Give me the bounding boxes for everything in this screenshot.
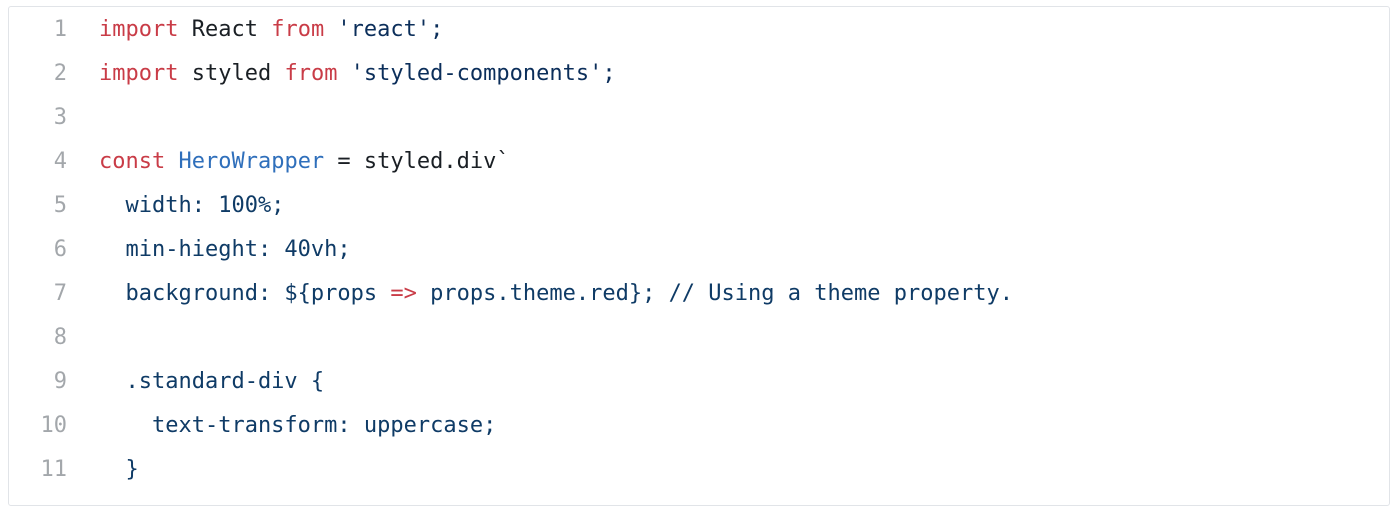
code-token: styled: [178, 60, 285, 86]
code-token: text-transform: uppercase;: [99, 412, 497, 438]
line-number: 3: [53, 104, 67, 130]
code-editor-panel: 1 import React from 'react'; 2 import style…: [8, 6, 1390, 506]
code-token: =>: [390, 280, 417, 306]
line-number: 6: [53, 236, 67, 262]
line-number: 9: [53, 368, 67, 394]
line-code: import styled from 'styled-components';: [99, 61, 616, 86]
line-code: text-transform: uppercase;: [99, 413, 496, 438]
code-line: 6 min-hieght: 40vh;: [9, 227, 1389, 271]
line-code: background: ${props => props.theme.red};…: [99, 280, 1013, 306]
code-line: 3: [9, 95, 1389, 139]
line-code: min-hieght: 40vh;: [99, 236, 351, 262]
code-line: 7 background: ${props => props.theme.red…: [9, 271, 1389, 315]
code-line: 2 import styled from 'styled-components';: [9, 51, 1389, 95]
code-token: const: [99, 148, 166, 174]
line-code: const HeroWrapper = styled.div`: [99, 149, 510, 174]
code-line: 5 width: 100%;: [9, 183, 1389, 227]
code-token: import: [99, 16, 179, 42]
code-line: 9 .standard-div {: [9, 359, 1389, 403]
line-number: 10: [40, 412, 68, 438]
code-token: import: [99, 60, 179, 86]
code-token: = styled.div`: [324, 148, 510, 174]
line-number: 5: [53, 192, 67, 218]
line-number: 4: [53, 148, 67, 174]
code-line: 11 }: [9, 447, 1389, 491]
code-token: React: [178, 16, 272, 42]
code-token: min-hieght: 40vh;: [99, 236, 351, 262]
code-token: background: ${props: [99, 280, 391, 306]
code-line: 4 const HeroWrapper = styled.div`: [9, 139, 1389, 183]
line-code: }: [99, 456, 139, 482]
code-line: 10 text-transform: uppercase;: [9, 403, 1389, 447]
code-token: }: [99, 456, 139, 482]
line-number: 11: [40, 456, 68, 482]
code-token: [165, 149, 178, 174]
code-token: from: [284, 60, 338, 86]
code-token: 'styled-components';: [337, 60, 616, 86]
code-line: 1 import React from 'react';: [9, 7, 1389, 51]
code-token: .standard-div {: [99, 368, 325, 394]
code-token: props.theme.red}; // Using a theme prope…: [416, 280, 1013, 306]
line-number: 8: [53, 324, 67, 350]
code-line: 8: [9, 315, 1389, 359]
code-token: from: [271, 16, 325, 42]
line-number: 1: [53, 16, 67, 42]
line-number: 7: [53, 280, 67, 306]
line-code: import React from 'react';: [99, 17, 443, 42]
code-token: width: 100%;: [99, 192, 285, 218]
code-token: 'react';: [324, 16, 444, 42]
line-code: width: 100%;: [99, 193, 284, 218]
line-code: .standard-div {: [99, 369, 324, 394]
line-number: 2: [53, 60, 67, 86]
code-token: HeroWrapper: [178, 148, 325, 174]
